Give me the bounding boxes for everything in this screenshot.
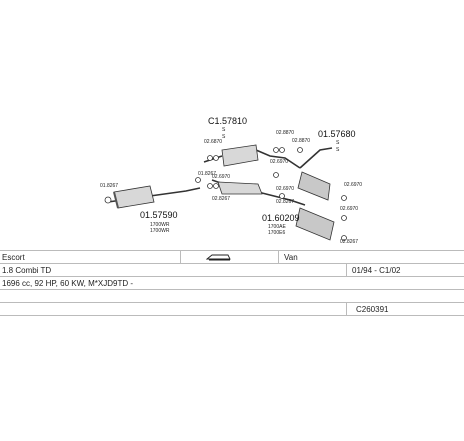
part-number-left: 01.57590 [140,210,178,220]
part-code: 02.8267 [340,239,358,245]
part-code: 01.8267 [100,183,118,189]
part-code: 01.8267 [198,171,216,177]
part-code: 1700E6 [268,230,285,236]
van-body-icon [205,252,232,264]
table-row: Escort Van [0,250,464,264]
part-code: 02.6970 [212,174,230,180]
spec-label: S [222,134,226,140]
vehicle-model: 1.8 Combi TD [2,266,52,275]
muffler-left [113,185,155,209]
part-code: 1700AE [268,224,286,230]
muffler-rear-lower [295,207,335,241]
table-row: 1696 cc, 92 HP, 60 KW, M*XJD9TD - [0,276,464,290]
part-number-top-center: C1.57810 [208,116,247,126]
part-code: 02.6970 [276,186,294,192]
part-code: 1700WR [150,222,170,228]
part-code: 1700WR [150,228,170,234]
muffler-rear-upper [297,171,331,201]
engine-spec: 1696 cc, 92 HP, 60 KW, M*XJD9TD - [2,279,134,288]
table-row [0,289,464,303]
table-row: 1.8 Combi TD 01/94 - C1/02 [0,263,464,277]
part-code: 02.8267 [212,196,230,202]
clamps [104,147,347,241]
part-code: 02.8870 [292,138,310,144]
body-type: Van [284,253,298,262]
part-number-bottom-center: 01.60209 [262,213,300,223]
part-code: 02.6970 [270,159,288,165]
exhaust-system-diagram: C1.57810 01.57680 01.57590 01.60209 S S … [100,116,362,245]
front-pipe-center [217,181,263,195]
table-row: C260391 [0,302,464,316]
part-number-top-right: 01.57680 [318,129,356,139]
spec-label: S [336,147,340,153]
spec-label: S [222,127,226,133]
muffler-center [221,144,259,167]
part-code: 02.6970 [344,182,362,188]
part-code: 02.6870 [204,139,222,145]
part-code: 02.6970 [340,206,358,212]
table-bottom-border [0,315,464,316]
spec-label: S [336,140,340,146]
system-code: C260391 [356,305,389,314]
part-code: 02.8870 [276,130,294,136]
vehicle-make: Escort [2,253,25,262]
part-code: 02.8267 [276,199,294,205]
model-years: 01/94 - C1/02 [352,266,401,275]
